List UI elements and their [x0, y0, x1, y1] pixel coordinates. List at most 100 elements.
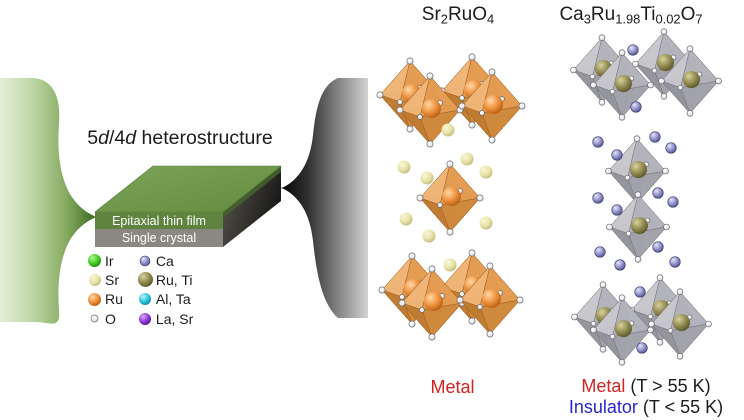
slab-side-green-strip	[223, 166, 281, 218]
atom-sr-sphere	[88, 273, 101, 286]
atom-o-sphere	[590, 326, 597, 334]
atom-o-sphere	[428, 333, 436, 341]
ir-atom-icon	[86, 253, 103, 268]
atom-o-sphere	[599, 346, 607, 353]
octahedron	[416, 160, 484, 236]
atom-o-sphere	[468, 249, 476, 257]
atom-ca-sphere	[592, 192, 604, 204]
atom-o-sphere	[618, 294, 626, 301]
caption-metal: Metal	[430, 377, 475, 397]
atom-o-sphere	[609, 88, 616, 95]
atom-ca-sphere	[652, 187, 664, 199]
atom-o-sphere	[589, 73, 596, 80]
atom-lasr-sphere	[139, 312, 152, 325]
octahedron-face	[612, 329, 651, 363]
octahedron	[398, 265, 466, 341]
heterostructure-label: 5d/4d heterostructure	[87, 127, 273, 149]
legend-item-o: O	[86, 309, 123, 328]
atom-o-sphere	[570, 66, 577, 74]
atom-sr-sphere	[422, 229, 436, 243]
atom-o-sphere	[656, 274, 664, 281]
atom-o-sphere	[458, 102, 466, 110]
legend-label: Ru	[105, 291, 123, 308]
atom-ru-sphere	[422, 99, 441, 118]
atom-o-sphere	[399, 294, 405, 300]
atom-o-sphere	[624, 174, 631, 181]
atom-o-sphere	[456, 296, 464, 304]
atom-o-sphere	[398, 299, 406, 307]
atom-o-sphere	[651, 67, 658, 74]
atom-o-sphere	[488, 136, 496, 144]
crystal-structures-layer	[376, 28, 722, 366]
ca3ru2o7-structure	[570, 28, 722, 366]
octahedron-face	[628, 226, 667, 260]
formula-sr2ruo4: Sr2RuO4	[421, 4, 495, 27]
octahedron	[458, 68, 526, 144]
atom-o-sphere	[606, 223, 613, 231]
octahedron-face	[680, 80, 719, 114]
atom-o-sphere	[468, 121, 476, 129]
atom-o-sphere	[634, 191, 642, 198]
atom-o-sphere	[486, 330, 494, 338]
legend-item-alta: Al, Ta	[137, 290, 193, 309]
octahedron	[590, 49, 654, 121]
atom-sr-sphere	[479, 165, 493, 179]
atom-o-sphere	[590, 81, 597, 89]
atom-o-sphere	[428, 265, 436, 273]
legend-label: Ru, Ti	[155, 271, 193, 288]
atom-ruti-sphere	[137, 272, 153, 288]
atom-ca-sphere	[665, 142, 677, 154]
atom-o-sphere	[663, 223, 670, 231]
octahedron-face	[481, 105, 523, 141]
atom-o-sphere	[618, 114, 626, 121]
atom-o-sphere	[477, 304, 483, 310]
atom-o-sphere	[647, 81, 654, 89]
atom-ru-sphere	[424, 292, 443, 311]
dark-funnel-shape	[281, 78, 368, 318]
atom-o-sphere	[648, 320, 655, 328]
legend-item-sr: Sr	[86, 270, 123, 289]
atom-o-sphere	[488, 68, 496, 76]
atom-ca-sphere	[652, 241, 664, 253]
atom-ca-sphere	[614, 259, 626, 271]
atom-o-sphere	[676, 288, 684, 295]
octahedron	[590, 294, 654, 366]
atom-o-sphere	[416, 194, 424, 202]
atom-o-sphere	[396, 106, 404, 114]
legend-item-ir: Ir	[86, 251, 123, 270]
legend-item-ca: Ca	[137, 251, 193, 270]
caption-metal-t-gt-55k: Metal (T > 55 K)	[581, 376, 711, 396]
atom-sr-sphere	[420, 171, 434, 185]
atom-ca-sphere	[669, 256, 681, 268]
atom-sr-sphere	[443, 258, 457, 272]
atom-sr-sphere	[460, 152, 474, 166]
atom-ca-sphere	[140, 255, 151, 266]
atom-o-sphere	[647, 326, 654, 334]
legend-label: La, Sr	[155, 310, 194, 327]
atom-ru-sphere	[442, 187, 461, 206]
atom-o-sphere	[686, 45, 694, 52]
atom-ca-sphere	[667, 196, 679, 208]
o-atom-icon	[86, 314, 103, 323]
atom-o-sphere	[426, 140, 434, 148]
atom-ruti-sphere	[629, 161, 647, 179]
formula-ca3ru198ti002o7: Ca3Ru1.98Ti0.02O7	[559, 4, 703, 27]
atom-o-sphere	[408, 320, 416, 328]
atom-o-sphere	[486, 262, 494, 270]
green-funnel-shape	[0, 78, 96, 324]
octahedron-face	[439, 197, 481, 233]
atom-ru-sphere	[484, 95, 503, 114]
atom-ruti-sphere	[672, 314, 690, 332]
atom-ca-sphere	[634, 286, 646, 298]
atom-ru-sphere	[482, 289, 501, 308]
atom-o-sphere	[459, 291, 465, 297]
atom-o-sphere	[618, 49, 626, 56]
epitaxial-film-label: Epitaxial thin film	[112, 214, 206, 228]
octahedron-face	[612, 84, 651, 118]
sr-atom-icon	[86, 273, 103, 287]
octahedron	[648, 288, 712, 360]
atom-sr-sphere	[399, 212, 413, 226]
atom-ruti-sphere	[630, 217, 648, 235]
